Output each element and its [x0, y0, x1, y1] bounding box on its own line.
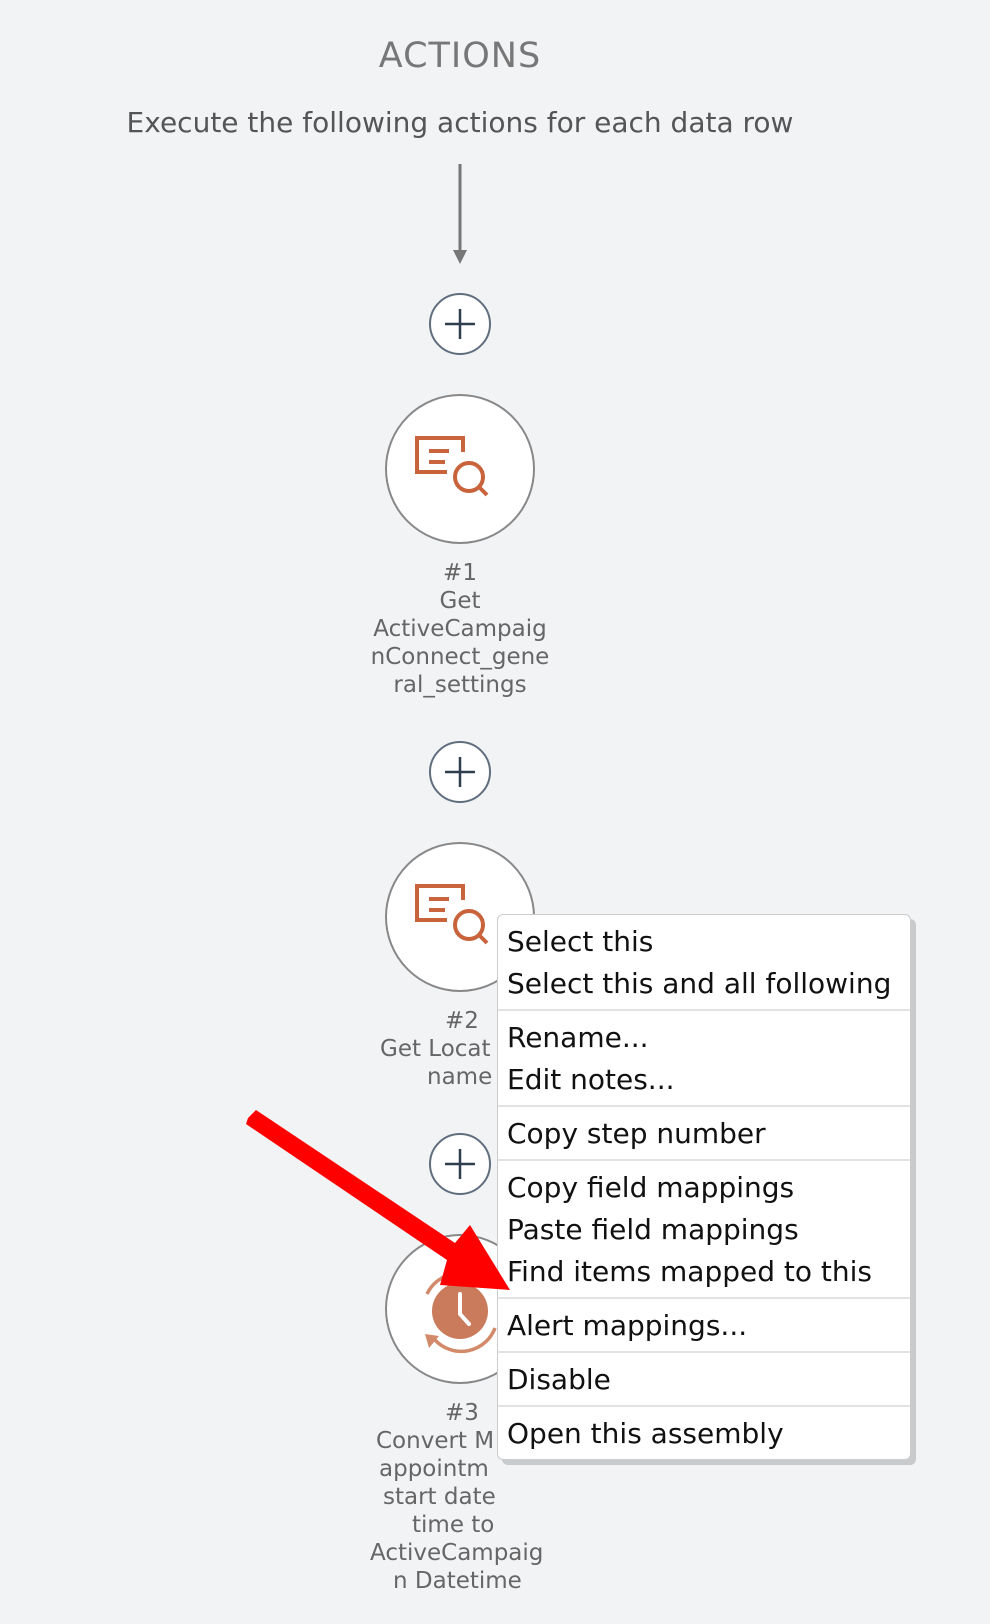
add-step-button[interactable] [429, 741, 491, 803]
step-3-label: #3 Convert M appointm start date time to… [340, 1399, 580, 1595]
step-title-line: Get [439, 588, 481, 614]
menu-item-paste-field-mappings[interactable]: Paste field mappings [507, 1213, 799, 1246]
menu-group-alert: Alert mappings... [498, 1297, 910, 1351]
step-title-line: name [427, 1064, 493, 1090]
step-title-line: Convert M [376, 1428, 495, 1454]
step-title-line: Get Locat [380, 1036, 491, 1062]
step-2-label: #2 Get Locat name [370, 1007, 610, 1091]
section-subtitle: Execute the following actions for each d… [126, 106, 794, 139]
clock-convert-icon [425, 1271, 497, 1354]
menu-item-select-all-following[interactable]: Select this and all following [507, 967, 892, 1000]
menu-item-copy-field-mappings[interactable]: Copy field mappings [507, 1171, 795, 1204]
menu-group-copy-step: Copy step number [498, 1105, 910, 1159]
menu-item-select-this[interactable]: Select this [507, 925, 654, 958]
step-title-line: ActiveCampaig [370, 1540, 544, 1566]
step-title-line: nConnect_gene [370, 644, 550, 670]
add-step-button[interactable] [429, 293, 491, 355]
step-number: #3 [445, 1400, 479, 1426]
menu-group-mappings: Copy field mappings Paste field mappings… [498, 1159, 910, 1297]
step-1-node[interactable] [385, 394, 535, 544]
menu-group-select: Select this Select this and all followin… [498, 915, 910, 1009]
flow-arrow-icon [453, 164, 467, 264]
step-title-line: appointm [379, 1456, 489, 1482]
step-title-line: ActiveCampaig [373, 616, 547, 642]
menu-group-disable: Disable [498, 1351, 910, 1405]
menu-item-rename[interactable]: Rename... [507, 1021, 649, 1054]
step-number: #1 [443, 560, 477, 586]
menu-item-open-assembly[interactable]: Open this assembly [507, 1417, 784, 1450]
step-title-line: n Datetime [393, 1568, 522, 1594]
section-title: ACTIONS [378, 36, 542, 76]
menu-item-copy-step-number[interactable]: Copy step number [507, 1117, 766, 1150]
context-menu: Select this Select this and all followin… [497, 914, 911, 1460]
menu-item-find-items-mapped[interactable]: Find items mapped to this [507, 1255, 872, 1288]
add-step-button[interactable] [429, 1133, 491, 1195]
menu-item-disable[interactable]: Disable [507, 1363, 611, 1396]
step-title-line: time to [412, 1512, 495, 1538]
search-record-icon [415, 436, 489, 497]
search-record-icon [415, 884, 489, 945]
step-title-line: start date [383, 1484, 496, 1510]
menu-item-edit-notes[interactable]: Edit notes... [507, 1063, 675, 1096]
step-title-line: ral_settings [393, 672, 527, 698]
menu-group-rename: Rename... Edit notes... [498, 1009, 910, 1105]
menu-item-alert-mappings[interactable]: Alert mappings... [507, 1309, 748, 1342]
menu-group-open: Open this assembly [498, 1405, 910, 1459]
step-1-label: #1 Get ActiveCampaig nConnect_gene ral_s… [340, 559, 580, 699]
step-number: #2 [445, 1008, 479, 1034]
